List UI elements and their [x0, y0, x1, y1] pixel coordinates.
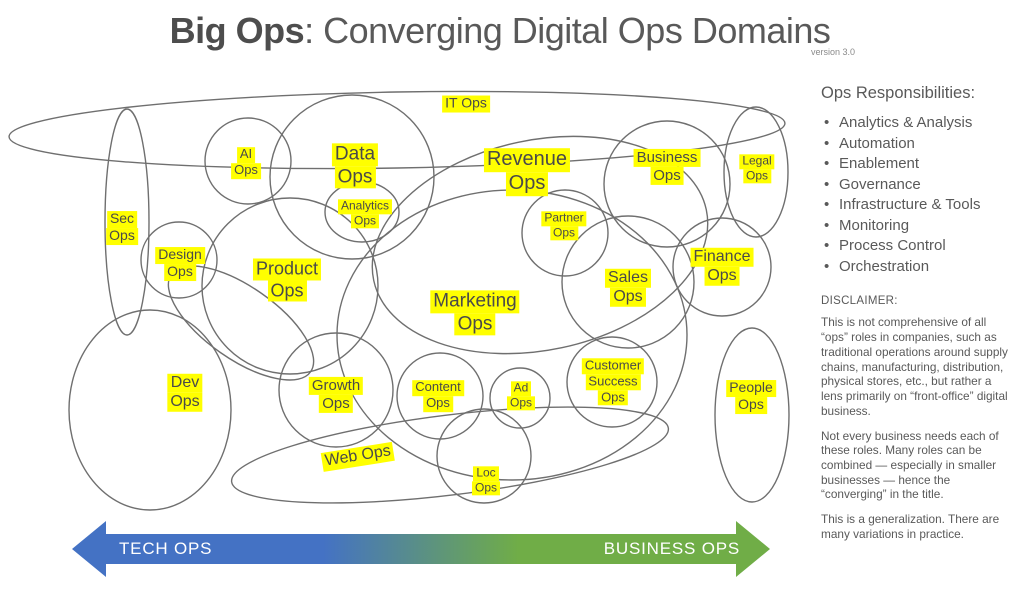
disclaimer-paragraph: Not every business needs each of these r… [821, 428, 999, 502]
disclaimer-paragraph: This is a generalization. There are many… [821, 512, 1000, 541]
data-ops-shape [269, 94, 435, 260]
version-label: version 3.0 [810, 47, 855, 57]
page-title: Big Ops: Converging Digital Ops Domains [0, 10, 1000, 52]
title-emphasis: Big Ops [169, 10, 305, 51]
responsibility-item: Process Control [821, 236, 1014, 257]
disclaimer-paragraph: This is not comprehensive of all “ops” r… [821, 315, 1008, 418]
responsibility-item: Infrastructure & Tools [821, 195, 1014, 216]
sales-ops-shape [561, 215, 695, 349]
axis-label-tech-ops: TECH OPS [119, 539, 213, 558]
ad-ops-shape [489, 367, 551, 429]
ai-ops-shape [204, 117, 292, 205]
legal-ops-shape [723, 106, 789, 238]
responsibility-item: Automation [821, 134, 1014, 155]
responsibility-item: Analytics & Analysis [821, 113, 1014, 134]
responsibility-item: Orchestration [821, 257, 1014, 278]
unlabeled-shape [167, 265, 315, 381]
responsibility-item: Enablement [821, 154, 1014, 175]
partner-ops-shape [521, 189, 609, 277]
title-block: Big Ops: Converging Digital Ops Domains [0, 10, 1000, 52]
finance-ops-shape [672, 217, 772, 317]
growth-ops-shape [278, 332, 394, 448]
responsibility-item: Monitoring [821, 216, 1014, 237]
product-ops-shape [201, 197, 379, 375]
analytics-ops-shape [324, 181, 400, 243]
ellipse-layer [8, 90, 790, 511]
dev-ops-shape [68, 309, 232, 511]
axis-label-business-ops: BUSINESS OPS [603, 539, 740, 558]
responsibilities-list: Analytics & AnalysisAutomationEnablement… [821, 113, 1014, 277]
marketing-ops-shape [336, 189, 688, 481]
ops-responsibilities-panel: Ops Responsibilities: Analytics & Analys… [821, 84, 1014, 552]
responsibility-item: Governance [821, 175, 1014, 196]
content-ops-shape [396, 352, 484, 440]
people-ops-shape [714, 327, 790, 503]
tech-business-axis-arrow [72, 521, 770, 577]
it-ops-shape [8, 90, 786, 170]
disclaimer-heading: DISCLAIMER: [821, 295, 898, 308]
web-ops-shape [230, 406, 670, 504]
sec-ops-shape [104, 108, 150, 336]
customer-success-ops-shape [566, 336, 658, 428]
disclaimer-text: This is not comprehensive of all “ops” r… [821, 315, 1014, 541]
business-ops-shape [603, 120, 731, 248]
responsibilities-heading: Ops Responsibilities: [821, 84, 976, 102]
loc-ops-shape [436, 408, 532, 504]
title-rest: : Converging Digital Ops Domains [304, 10, 831, 51]
revenue-ops-shape [371, 135, 709, 355]
design-ops-shape [140, 221, 218, 299]
